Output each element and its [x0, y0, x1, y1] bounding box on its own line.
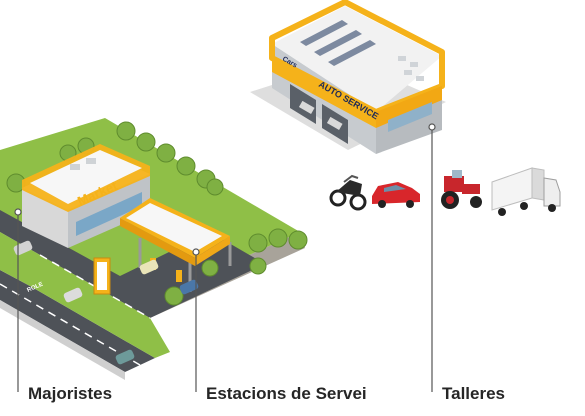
trees	[6, 121, 308, 306]
main-road	[0, 270, 155, 372]
tractor-icon	[441, 170, 482, 209]
car-icon	[372, 182, 420, 208]
parking-lot	[0, 210, 265, 318]
auto-service-building	[250, 0, 446, 154]
label-service-stations: Estacions de Servei	[206, 384, 367, 403]
label-wholesalers: Majoristes	[28, 384, 113, 403]
label-workshops: Talleres	[442, 384, 506, 403]
motorcycle-icon	[329, 174, 367, 211]
truck-icon	[491, 167, 561, 216]
leader-lines	[14, 123, 436, 392]
parked-cars	[13, 240, 199, 365]
market-building	[22, 144, 150, 248]
